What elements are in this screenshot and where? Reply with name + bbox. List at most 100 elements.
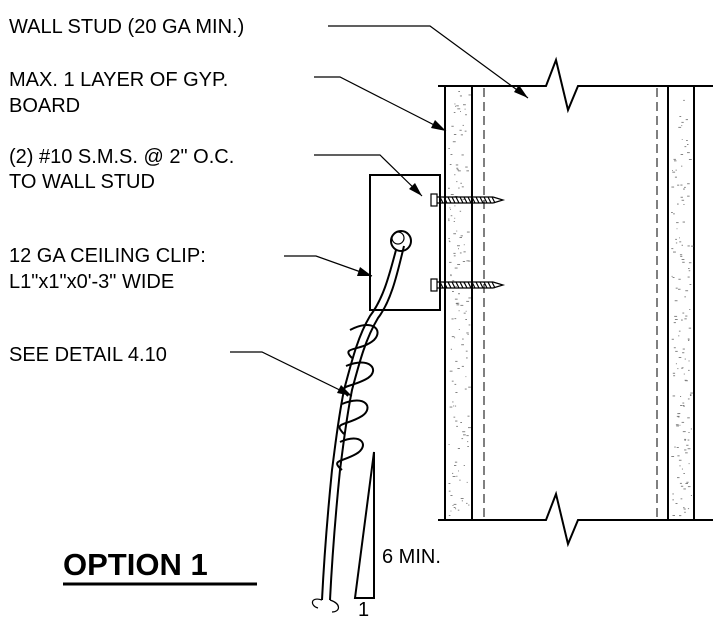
- gypsum-speck: [671, 186, 675, 188]
- gypsum-speck: [674, 446, 676, 448]
- gypsum-speck: [450, 348, 452, 350]
- screw-thread: [483, 281, 488, 289]
- gypsum-speck: [689, 284, 692, 285]
- gypsum-speck: [685, 315, 688, 317]
- gypsum-speck: [458, 293, 460, 295]
- gypsum-speck: [454, 337, 456, 339]
- gypsum-speck: [453, 416, 456, 418]
- gypsum-speck: [683, 99, 685, 101]
- screw-thread: [447, 281, 452, 289]
- gypsum-speck: [466, 481, 468, 483]
- gypsum-speck: [465, 319, 467, 320]
- gypsum-speck: [461, 186, 464, 188]
- gypsum-speck: [460, 182, 462, 184]
- gypsum-speck: [455, 392, 458, 393]
- gypsum-speck: [457, 245, 460, 247]
- gypsum-speck: [455, 285, 457, 287]
- gypsum-speck: [681, 125, 683, 127]
- gypsum-speck: [454, 461, 458, 463]
- gypsum-speck: [679, 515, 682, 517]
- gypsum-speck: [688, 432, 690, 433]
- gypsum-speck: [683, 488, 686, 490]
- gypsum-speck: [675, 363, 677, 365]
- gypsum-speck: [455, 420, 458, 422]
- gypsum-speck: [677, 477, 680, 479]
- screw-thread: [471, 281, 476, 289]
- gypsum-speck: [673, 251, 676, 253]
- gypsum-speck: [688, 262, 692, 264]
- gypsum-speck: [450, 510, 452, 512]
- right-gypsum-board: [667, 86, 695, 520]
- gypsum-speck: [457, 509, 460, 511]
- gypsum-speck: [466, 231, 470, 233]
- gypsum-speck: [462, 338, 464, 340]
- gypsum-speck: [453, 134, 457, 135]
- screw-lower: [430, 278, 506, 292]
- gypsum-speck: [450, 275, 452, 277]
- gypsum-speck: [460, 111, 461, 112]
- gypsum-speck: [683, 405, 685, 407]
- gypsum-speck: [674, 160, 677, 162]
- gypsum-speck: [687, 183, 690, 185]
- gypsum-speck: [679, 116, 682, 117]
- gypsum-speck: [682, 431, 686, 433]
- gypsum-speck: [468, 324, 471, 326]
- screw-thread: [451, 281, 456, 289]
- gypsum-speck: [672, 372, 676, 374]
- gypsum-speck: [685, 119, 688, 121]
- gypsum-speck: [677, 203, 679, 205]
- gypsum-speck: [687, 439, 690, 441]
- gypsum-speck: [466, 332, 469, 334]
- gypsum-speck: [458, 310, 460, 312]
- label-screws-line1: (2) #10 S.M.S. @ 2" O.C.: [9, 146, 234, 168]
- gypsum-speck: [688, 360, 690, 362]
- gypsum-speck: [466, 300, 470, 302]
- gypsum-speck: [456, 105, 459, 107]
- gypsum-speck: [448, 490, 451, 492]
- gypsum-speck: [468, 427, 471, 429]
- gypsum-speck: [464, 108, 466, 110]
- gypsum-speck: [453, 112, 456, 113]
- gypsum-speck: [675, 238, 677, 240]
- gypsum-speck: [456, 304, 460, 306]
- gypsum-speck: [690, 392, 693, 394]
- gypsum-speck: [465, 114, 467, 116]
- gypsum-speck: [680, 154, 684, 155]
- gypsum-speck: [449, 241, 451, 243]
- gypsum-speck: [459, 95, 462, 97]
- gypsum-speck: [674, 300, 678, 302]
- leader-lines: [230, 25, 529, 397]
- label-wall-stud: WALL STUD (20 GA MIN.): [9, 16, 244, 38]
- gypsum-speck: [683, 204, 685, 205]
- gypsum-speck: [452, 472, 454, 474]
- gypsum-speck: [682, 367, 684, 369]
- gypsum-speck: [463, 244, 465, 246]
- gypsum-speck: [679, 465, 681, 467]
- gypsum-speck: [456, 167, 459, 169]
- gypsum-speck: [671, 456, 675, 457]
- gypsum-speck: [680, 498, 683, 500]
- gypsum-speck: [467, 333, 469, 335]
- gypsum-speck: [453, 233, 456, 235]
- gypsum-speck: [454, 267, 458, 269]
- gypsum-speck: [465, 350, 468, 352]
- gypsum-speck: [675, 424, 679, 426]
- gypsum-speck: [681, 367, 683, 369]
- gypsum-speck: [453, 252, 456, 254]
- gypsum-speck: [452, 476, 456, 477]
- gypsum-speck: [686, 444, 689, 446]
- gypsum-speck: [673, 347, 676, 349]
- gypsum-speck: [468, 297, 471, 299]
- gypsum-speck: [461, 154, 464, 156]
- gypsum-speck: [450, 495, 453, 496]
- gypsum-speck: [688, 159, 692, 160]
- gypsum-speck: [463, 251, 466, 253]
- gypsum-speck: [453, 221, 455, 222]
- gypsum-speck: [682, 221, 685, 223]
- gypsum-speck: [681, 199, 685, 201]
- gypsum-speck: [468, 260, 471, 262]
- gypsum-speck: [466, 435, 469, 437]
- label-see-detail: SEE DETAIL 4.10: [9, 344, 167, 366]
- gypsum-speck: [679, 237, 680, 239]
- gypsum-speck: [678, 288, 681, 290]
